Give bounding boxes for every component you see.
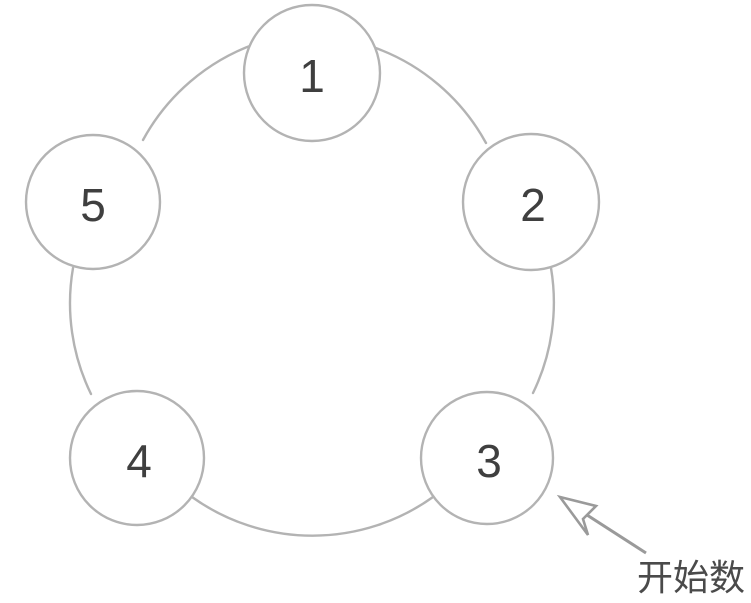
start-pointer-label: 开始数	[637, 558, 745, 599]
arrow-shaft	[586, 513, 647, 555]
node-3[interactable]: 3	[419, 390, 555, 526]
node-5[interactable]: 5	[24, 133, 162, 271]
start-pointer-arrow	[556, 494, 647, 555]
ring-connector-arcs	[68, 42, 556, 537]
node-2[interactable]: 2	[461, 132, 601, 272]
node-1-circle[interactable]	[242, 3, 382, 143]
node-2-circle[interactable]	[461, 132, 601, 272]
node-3-label: 3	[476, 435, 502, 487]
node-5-label: 5	[80, 179, 106, 231]
nodes-group: 1 2 3 4 5	[24, 3, 601, 527]
node-1-label: 1	[299, 50, 325, 102]
node-2-label: 2	[520, 179, 546, 231]
node-4[interactable]: 4	[68, 389, 206, 527]
arrow-head-icon	[556, 494, 599, 536]
arc-node2-to-node3	[531, 266, 556, 395]
arc-node1-to-node2	[371, 45, 488, 145]
node-4-circle[interactable]	[68, 389, 206, 527]
node-1[interactable]: 1	[242, 3, 382, 143]
node-5-circle[interactable]	[24, 133, 162, 271]
arc-node4-to-node5	[68, 266, 93, 396]
node-3-circle[interactable]	[419, 390, 555, 526]
arc-node3-to-node4	[190, 495, 435, 537]
node-4-label: 4	[126, 435, 152, 487]
arc-node5-to-node1	[141, 42, 257, 142]
